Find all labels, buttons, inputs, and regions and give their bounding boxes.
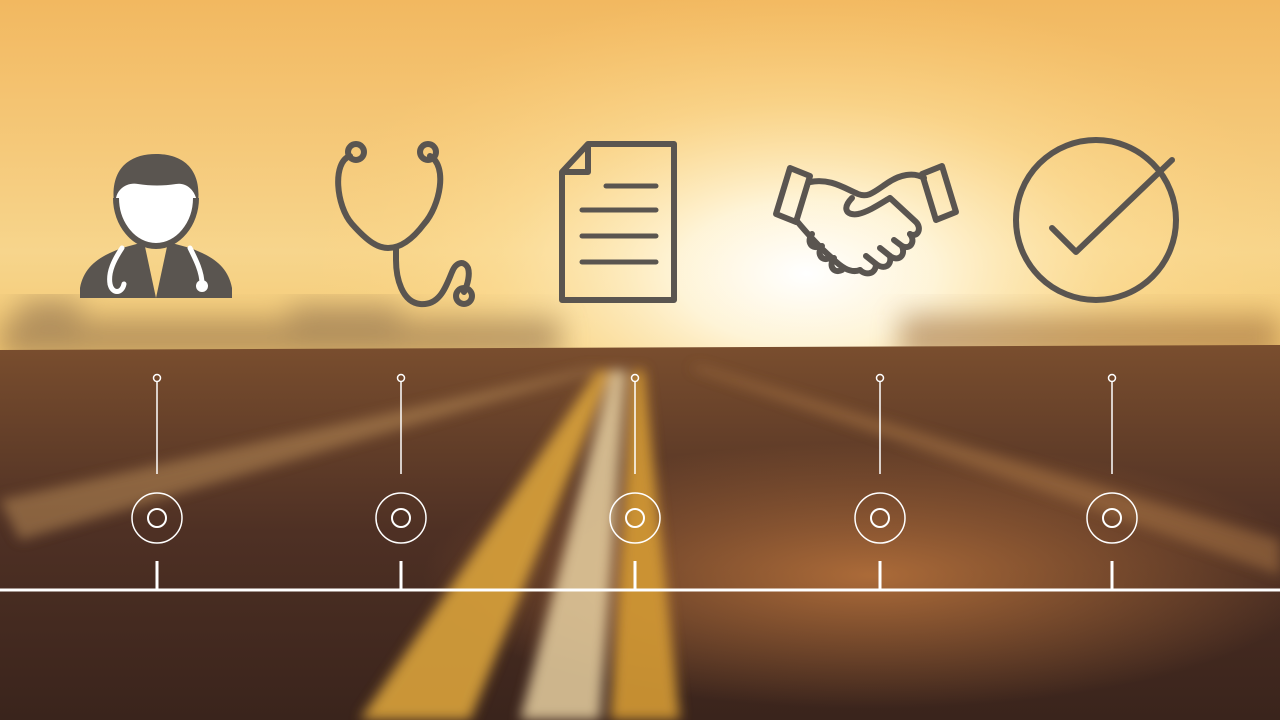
marker-node-center: [625, 508, 645, 528]
timeline-marker-4: [854, 373, 906, 590]
timeline-marker-3: [609, 373, 661, 590]
marker-node-ring: [131, 492, 183, 544]
doctor-icon: [80, 154, 232, 298]
marker-node-center: [147, 508, 167, 528]
stethoscope-icon: [335, 141, 475, 308]
timeline-marker-5: [1086, 373, 1138, 590]
marker-node-center: [870, 508, 890, 528]
checkmark-circle-icon: [1013, 137, 1179, 303]
marker-node-ring: [609, 492, 661, 544]
document-icon: [559, 141, 677, 303]
marker-top-dot: [1107, 373, 1117, 383]
timeline-marker-2: [375, 373, 427, 590]
marker-node-center: [391, 508, 411, 528]
marker-top-dot: [630, 373, 640, 383]
marker-node-center: [1102, 508, 1122, 528]
handshake-icon: [773, 163, 959, 277]
marker-node-ring: [375, 492, 427, 544]
marker-node-ring: [1086, 492, 1138, 544]
marker-node-ring: [854, 492, 906, 544]
marker-top-dot: [396, 373, 406, 383]
marker-top-dot: [152, 373, 162, 383]
marker-top-dot: [875, 373, 885, 383]
timeline-marker-1: [131, 373, 183, 590]
